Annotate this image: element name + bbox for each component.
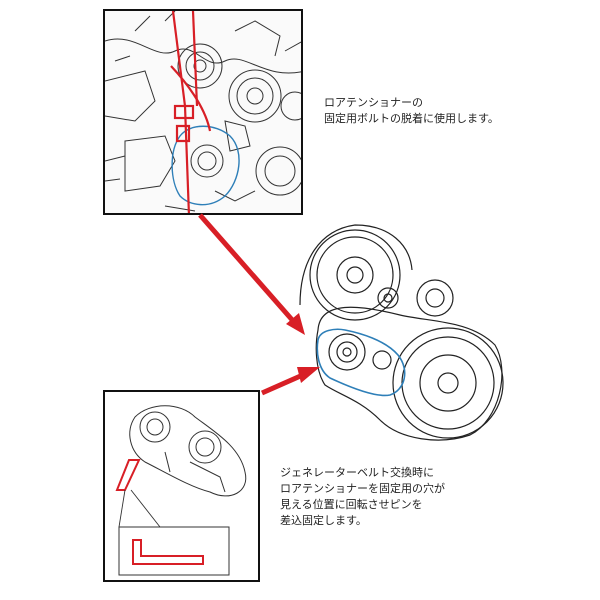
caption-line: ロアテンショナーを固定用の穴が [280, 482, 445, 495]
caption-line: ロアテンショナーの [324, 96, 423, 109]
arrow-icon [198, 213, 320, 396]
engine-closeup-panel [103, 9, 303, 215]
tensioner-closeup-panel [103, 390, 260, 582]
caption-line: ジェネレーターベルト交換時に [280, 466, 434, 479]
engine-illustration [105, 11, 301, 213]
caption-line: 差込固定します。 [280, 514, 367, 527]
caption-line: 固定用ボルトの脱着に使用します。 [324, 112, 499, 125]
tool-usage-caption: ロアテンショナーの 固定用ボルトの脱着に使用します。 [324, 95, 499, 127]
tensioner-illustration [115, 405, 247, 576]
belt-replacement-caption: ジェネレーターベルト交換時に ロアテンショナーを固定用の穴が 見える位置に回転さ… [280, 465, 445, 529]
caption-line: 見える位置に回転させピンを [280, 498, 423, 511]
hex-pin-tool-icon [132, 539, 204, 565]
